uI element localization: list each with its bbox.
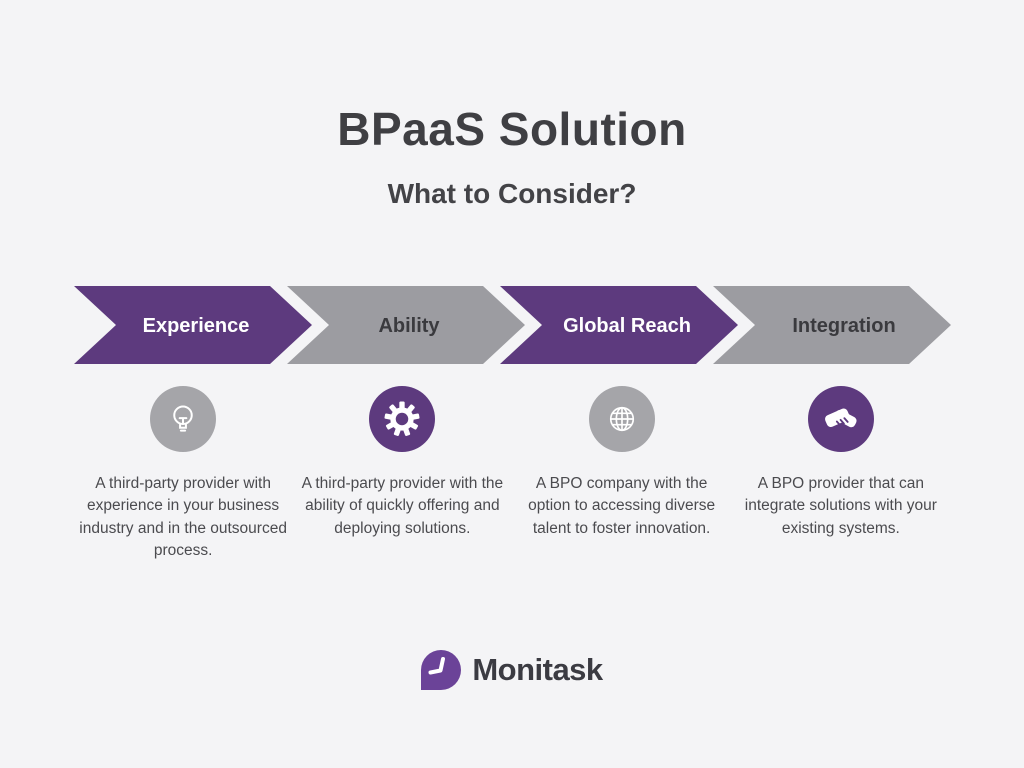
arrow-label-integration: Integration xyxy=(792,315,895,337)
arrow-shape-experience xyxy=(73,286,312,364)
page-subtitle: What to Consider? xyxy=(387,178,637,209)
arrow-label-ability: Ability xyxy=(378,315,440,337)
brand-footer: Monitask xyxy=(0,650,1024,690)
globe-icon xyxy=(588,386,655,452)
arrow-label-experience: Experience xyxy=(142,315,249,337)
step-column-ability: A third-party provider with the ability … xyxy=(293,386,512,562)
process-arrow-band: Experience Ability Global Reach Integrat… xyxy=(73,286,951,364)
brand-name: Monitask xyxy=(472,652,603,687)
handshake-icon xyxy=(807,386,874,452)
step-column-integration: A BPO provider that can integrate soluti… xyxy=(731,386,950,562)
header: BPaaS Solution What to Consider? xyxy=(0,0,1024,210)
step-description-integration: A BPO provider that can integrate soluti… xyxy=(744,475,937,537)
arrow-shape-ability xyxy=(286,286,525,364)
step-column-global-reach: A BPO company with the option to accessi… xyxy=(512,386,731,562)
arrow-shape-integration xyxy=(712,286,951,364)
steps-row: A third-party provider with experience i… xyxy=(74,386,951,562)
step-description-experience: A third-party provider with experience i… xyxy=(79,475,287,559)
step-description-ability: A third-party provider with the ability … xyxy=(301,475,504,537)
arrow-label-global-reach: Global Reach xyxy=(563,315,691,337)
page-title: BPaaS Solution xyxy=(337,103,687,155)
step-description-global-reach: A BPO company with the option to accessi… xyxy=(528,475,716,537)
monitask-clock-logo-icon xyxy=(421,650,462,690)
lightbulb-icon xyxy=(150,386,217,452)
gear-icon xyxy=(369,386,436,452)
arrow-shape-global-reach xyxy=(499,286,738,364)
step-column-experience: A third-party provider with experience i… xyxy=(74,386,293,562)
